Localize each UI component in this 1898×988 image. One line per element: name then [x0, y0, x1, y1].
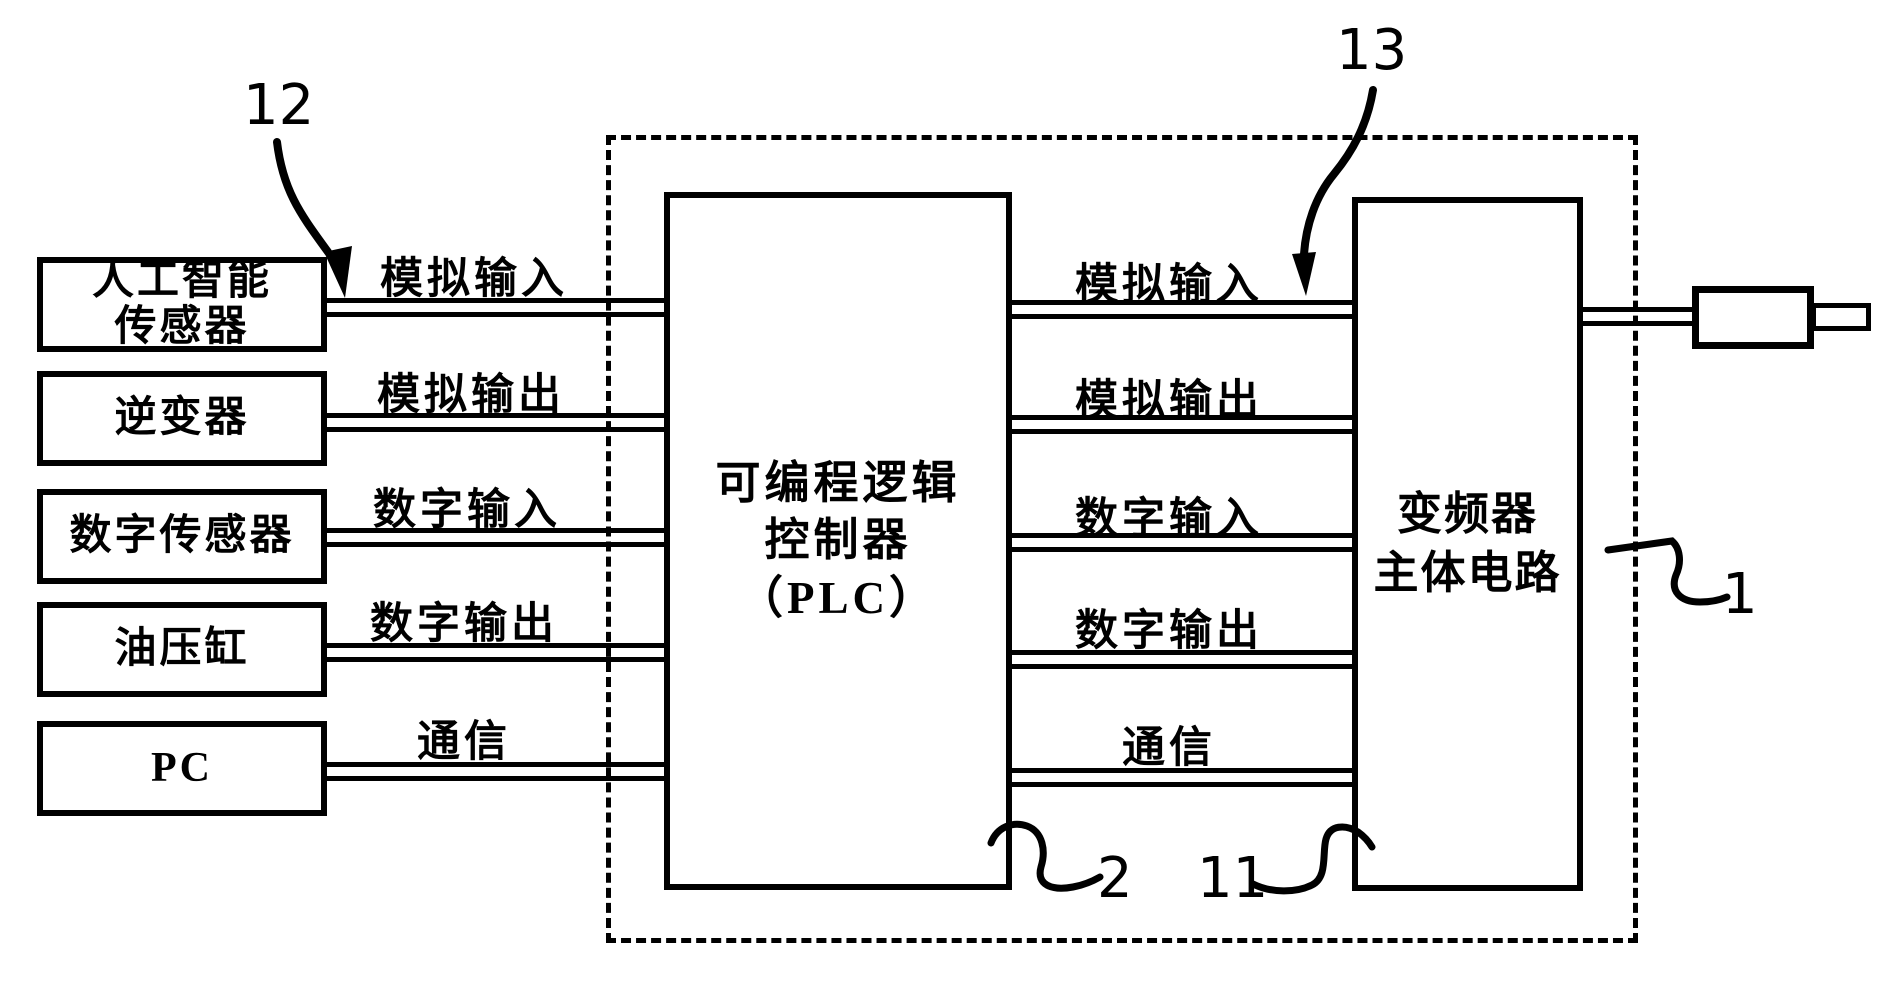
label-analog-input-left: 模拟输入	[380, 244, 568, 306]
plc-box-line3: （PLC）	[738, 570, 938, 628]
source-box-pc-label: PC	[151, 746, 213, 791]
label-analog-output-left: 模拟输出	[377, 360, 565, 422]
ref-numeral-11: 11	[1197, 846, 1268, 911]
label-analog-input-right: 模拟输入	[1075, 250, 1263, 312]
ref-numeral-13: 13	[1336, 18, 1407, 83]
source-box-hydraulic-cylinder-label: 油压缸	[114, 627, 249, 672]
source-box-digital-sensor-label: 数字传感器	[69, 514, 294, 559]
plc-box-line2: 控制器	[764, 512, 911, 570]
ref-numeral-12: 12	[243, 73, 314, 138]
label-communication-right: 通信	[1122, 713, 1216, 775]
source-box-inverter-label: 逆变器	[114, 396, 249, 441]
source-box-ai-sensor-line2: 传感器	[114, 305, 249, 350]
line-motor-output	[1579, 307, 1696, 326]
leader-arrowhead-12-icon	[324, 246, 352, 298]
source-box-digital-sensor: 数字传感器	[37, 489, 327, 584]
label-digital-output-right: 数字输出	[1075, 596, 1263, 658]
source-box-ai-sensor: 人工智能 传感器	[37, 257, 327, 352]
inverter-main-circuit-box: 变频器 主体电路	[1352, 197, 1583, 891]
ref-numeral-2: 2	[1097, 846, 1133, 911]
label-digital-output-left: 数字输出	[370, 589, 558, 651]
plc-box: 可编程逻辑 控制器 （PLC）	[664, 192, 1012, 890]
inverter-main-circuit-line2: 主体电路	[1373, 544, 1561, 603]
motor-connector-body	[1692, 286, 1814, 349]
inverter-main-circuit-line1: 变频器	[1397, 485, 1538, 544]
label-analog-output-right: 模拟输出	[1075, 366, 1263, 428]
label-digital-input-right: 数字输入	[1075, 484, 1263, 546]
motor-connector-tail	[1811, 303, 1871, 331]
plc-box-line1: 可编程逻辑	[715, 455, 960, 513]
source-box-hydraulic-cylinder: 油压缸	[37, 602, 327, 697]
label-communication-left: 通信	[417, 707, 511, 769]
source-box-pc: PC	[37, 721, 327, 816]
leader-arrow-12-icon	[277, 142, 328, 252]
label-digital-input-left: 数字输入	[373, 475, 561, 537]
source-box-ai-sensor-line1: 人工智能	[92, 259, 272, 304]
ref-numeral-1: 1	[1722, 562, 1758, 627]
source-box-inverter: 逆变器	[37, 371, 327, 466]
